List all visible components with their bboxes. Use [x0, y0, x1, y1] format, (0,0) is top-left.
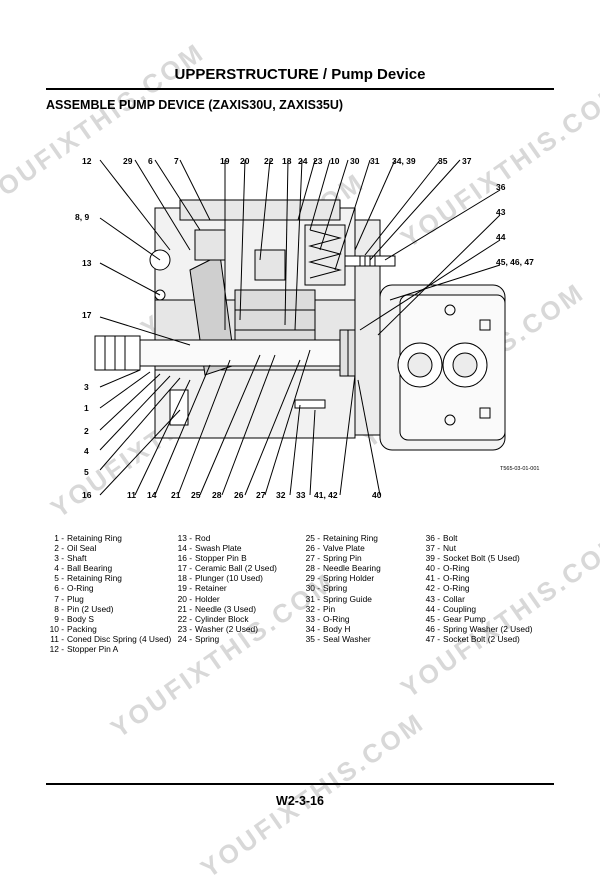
part-item: 6 -O-Ring	[54, 583, 94, 594]
callout-label: 28	[212, 490, 222, 500]
part-item: 4 -Ball Bearing	[54, 563, 113, 574]
part-item: 35 -Seal Washer	[305, 633, 371, 644]
callout-label: 29	[123, 156, 133, 166]
callout-label: 37	[462, 156, 472, 166]
page-header-title: UPPERSTRUCTURE / Pump Device	[174, 66, 426, 83]
part-item: 37 -Nut	[425, 543, 457, 554]
part-item: 27 -Spring Pin	[305, 553, 362, 564]
footer-rule	[46, 783, 554, 785]
part-item: 34 -Body H	[305, 623, 351, 634]
part-item: 36 -Bolt	[425, 533, 458, 543]
part-item: 44 -Coupling	[425, 603, 477, 614]
part-item: 41 -O-Ring	[425, 573, 470, 584]
callout-label: 3	[84, 382, 89, 392]
part-item: 3 -Shaft	[54, 553, 87, 564]
part-item: 29 -Spring Holder	[305, 573, 375, 584]
callout-label: 31	[370, 156, 380, 166]
callout-label: 26	[234, 490, 244, 500]
part-item: 13 -Rod	[177, 533, 211, 543]
callout-label: 5	[84, 467, 89, 477]
callout-label: 7	[174, 156, 179, 166]
callout-label: 40	[372, 490, 382, 500]
callout-label: 32	[276, 490, 286, 500]
part-item: 32 -Pin	[305, 603, 336, 614]
part-item: 17 -Ceramic Ball (2 Used)	[177, 563, 277, 574]
part-item: 39 -Socket Bolt (5 Used)	[425, 553, 520, 564]
part-item: 42 -O-Ring	[425, 583, 470, 594]
callout-label: 4	[84, 446, 89, 456]
callout-label: 1	[84, 403, 89, 413]
part-item: 18 -Plunger (10 Used)	[177, 573, 263, 584]
callout-label: 12	[82, 156, 92, 166]
part-item: 5 -Retaining Ring	[54, 573, 122, 584]
part-item: 9 -Body S	[54, 613, 95, 624]
callout-label: 27	[256, 490, 266, 500]
part-item: 30 -Spring	[305, 583, 348, 594]
part-item: 7 -Plug	[54, 593, 84, 604]
callout-label: 24	[298, 156, 308, 166]
part-item: 20 -Holder	[177, 593, 220, 604]
parts-column: 36 -Bolt 37 -Nut 39 -Socket Bolt (5 Used…	[422, 533, 533, 644]
part-item: 25 -Retaining Ring	[305, 533, 378, 543]
callout-label: 22	[264, 156, 274, 166]
part-item: 8 -Pin (2 Used)	[54, 603, 114, 614]
callout-label: 25	[191, 490, 201, 500]
callout-label: 20	[240, 156, 250, 166]
header-rule	[46, 88, 554, 90]
page-number: W2-3-16	[276, 794, 324, 808]
callout-label: 36	[496, 182, 506, 192]
part-item: 1 -Retaining Ring	[54, 533, 122, 543]
part-item: 14 -Swash Plate	[177, 543, 242, 554]
part-item: 28 -Needle Bearing	[305, 563, 381, 574]
section-title: ASSEMBLE PUMP DEVICE (ZAXIS30U, ZAXIS35U…	[46, 98, 344, 112]
callout-label: 10	[330, 156, 340, 166]
part-item: 47 -Socket Bolt (2 Used)	[425, 633, 520, 644]
callout-label: 44	[496, 232, 506, 242]
part-item: 16 -Stopper Pin B	[177, 553, 247, 564]
callout-label: 8, 9	[75, 212, 89, 222]
callout-label: 35	[438, 156, 448, 166]
part-item: 21 -Needle (3 Used)	[177, 603, 256, 614]
part-item: 11 -Coned Disc Spring (4 Used)	[50, 633, 172, 644]
parts-column: 1 -Retaining Ring 2 -Oil Seal 3 -Shaft 4…	[46, 533, 172, 655]
part-item: 26 -Valve Plate	[305, 543, 365, 554]
callout-label: 11	[127, 490, 136, 500]
part-item: 22 -Cylinder Block	[177, 613, 249, 624]
callout-label: 41, 42	[314, 490, 338, 500]
callout-label: 13	[82, 258, 92, 268]
figure-code: T565-03-01-001	[500, 466, 539, 472]
part-item: 33 -O-Ring	[305, 613, 350, 624]
part-item: 23 -Washer (2 Used)	[177, 623, 258, 634]
part-item: 45 -Gear Pump	[425, 613, 486, 624]
part-item: 24 -Spring	[177, 633, 220, 644]
parts-column: 13 -Rod 14 -Swash Plate 16 -Stopper Pin …	[174, 533, 277, 644]
part-item: 40 -O-Ring	[425, 563, 470, 574]
callout-label: 18	[282, 156, 292, 166]
callout-label: 33	[296, 490, 306, 500]
part-item: 31 -Spring Guide	[305, 593, 372, 604]
pump-assembly-diagram: 12 29 6 7 19 20 22 18 24 23 10 30 31 34,…	[75, 156, 539, 500]
callout-label: 19	[220, 156, 230, 166]
callout-label: 34, 39	[392, 156, 416, 166]
part-item: 43 -Collar	[425, 593, 465, 604]
part-item: 10 -Packing	[49, 623, 97, 634]
part-item: 12 -Stopper Pin A	[49, 644, 119, 655]
callout-label: 43	[496, 207, 506, 217]
callout-label: 14	[147, 490, 157, 500]
parts-column: 25 -Retaining Ring 26 -Valve Plate 27 -S…	[302, 533, 381, 644]
callout-label: 30	[350, 156, 360, 166]
callout-label: 45, 46, 47	[496, 257, 534, 267]
callout-label: 21	[171, 490, 181, 500]
callout-label: 2	[84, 426, 89, 436]
callout-label: 16	[82, 490, 92, 500]
part-item: 46 -Spring Washer (2 Used)	[425, 623, 533, 634]
part-item: 19 -Retainer	[177, 583, 227, 594]
part-item: 2 -Oil Seal	[54, 543, 97, 554]
callout-label: 17	[82, 310, 92, 320]
callout-label: 23	[313, 156, 323, 166]
callout-label: 6	[148, 156, 153, 166]
